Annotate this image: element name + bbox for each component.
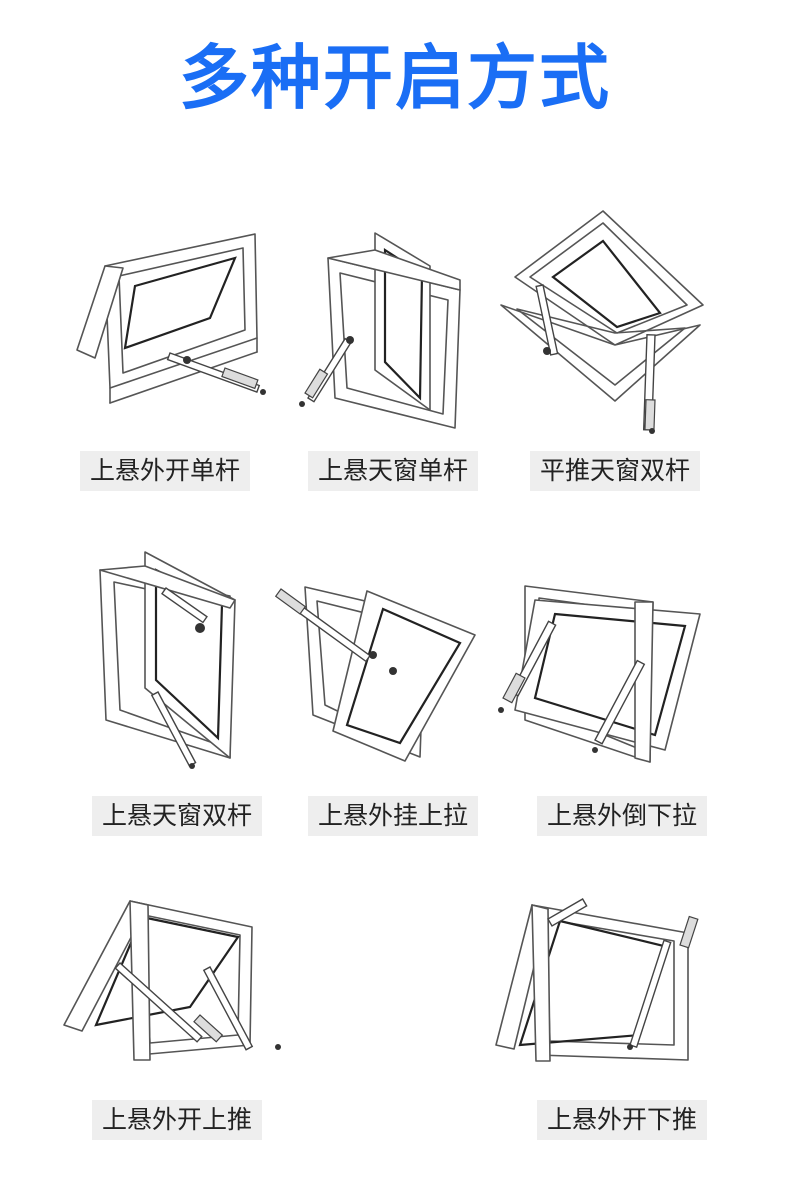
opening-label: 上悬天窗双杆 [92, 796, 262, 836]
window-illustration [290, 228, 475, 438]
window-illustration [495, 580, 705, 770]
window-illustration [275, 575, 485, 770]
window-illustration [75, 228, 270, 413]
window-illustration [60, 895, 285, 1070]
page-title: 多种开启方式 [179, 37, 611, 119]
window-illustration [90, 548, 245, 778]
opening-label: 上悬外倒下拉 [537, 796, 707, 836]
window-illustration [495, 205, 710, 440]
opening-label: 上悬外挂上拉 [308, 796, 478, 836]
opening-label: 上悬外开下推 [537, 1100, 707, 1140]
opening-label: 上悬外开上推 [92, 1100, 262, 1140]
window-illustration [490, 895, 715, 1070]
opening-label: 上悬天窗单杆 [308, 451, 478, 491]
opening-label: 上悬外开单杆 [80, 451, 250, 491]
opening-label: 平推天窗双杆 [530, 451, 700, 491]
